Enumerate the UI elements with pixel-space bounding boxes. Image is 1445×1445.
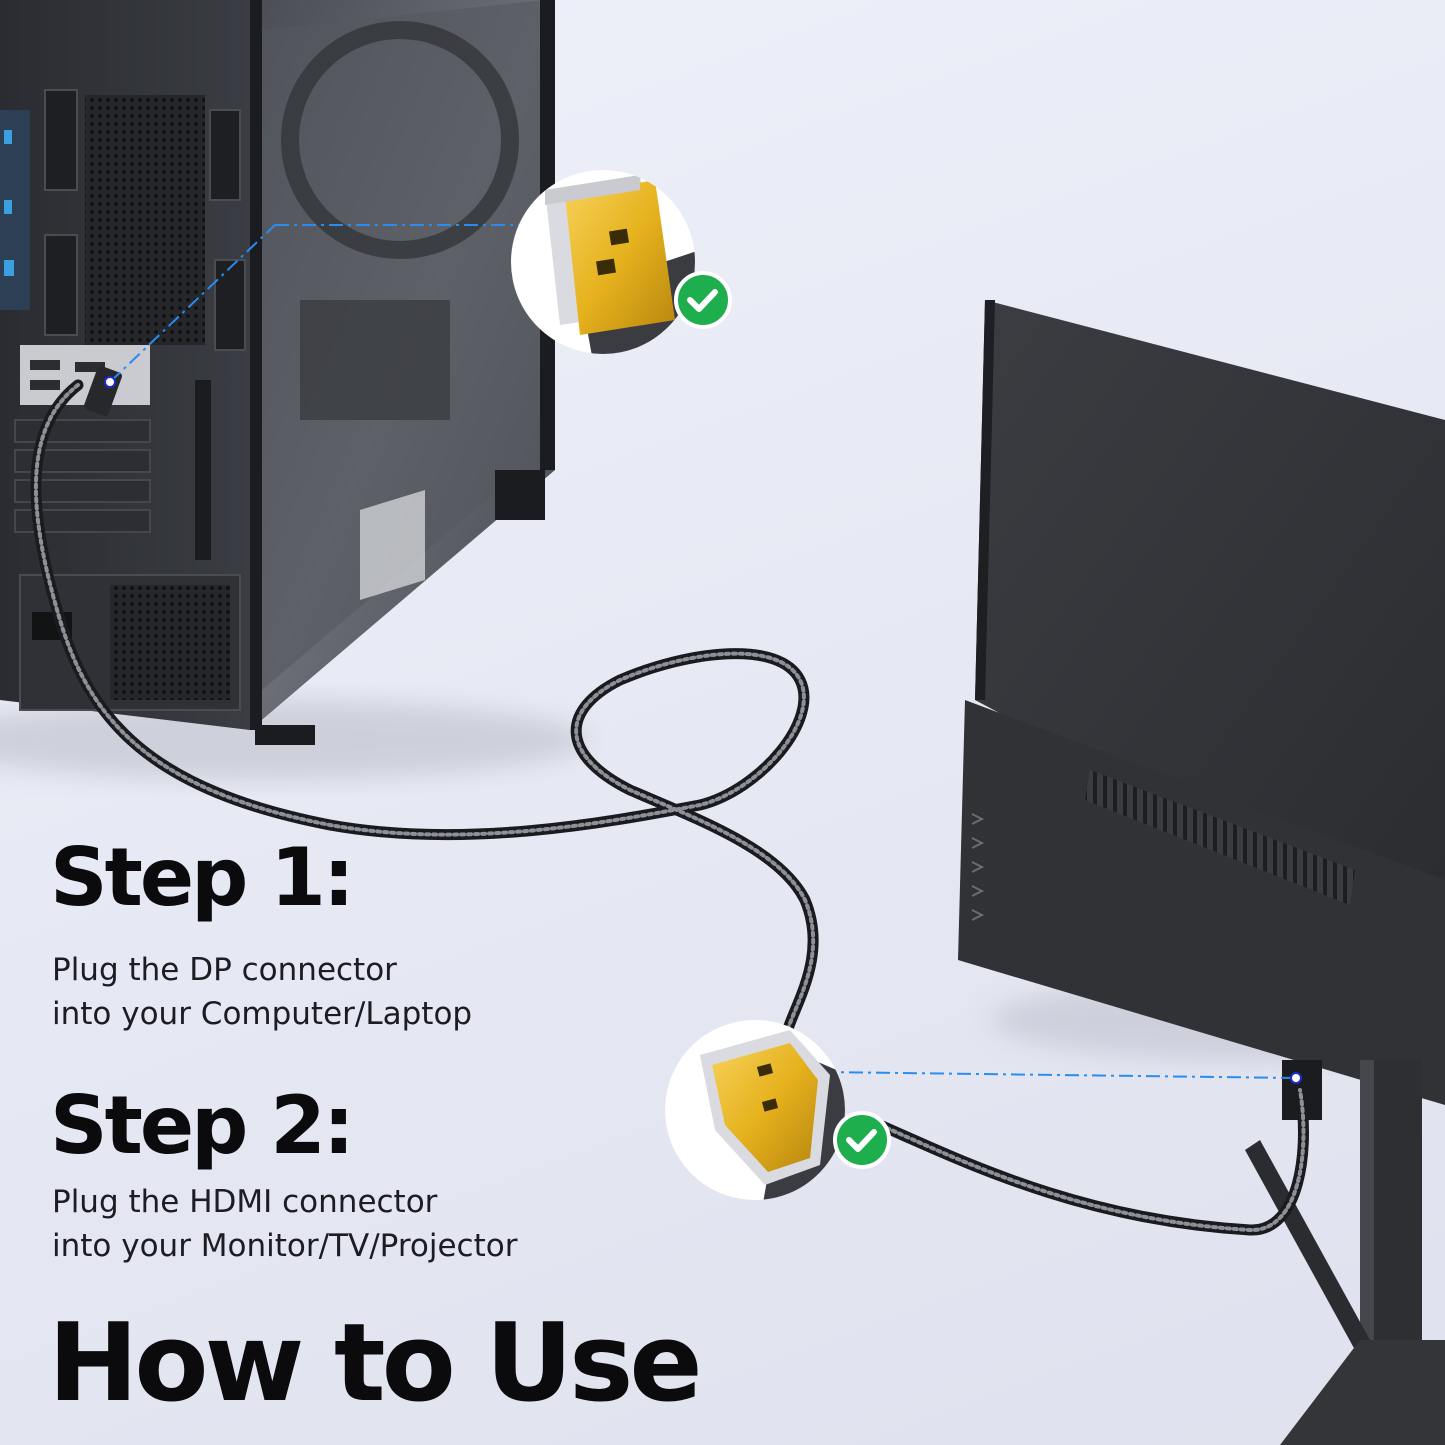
hdmi-port-marker: [1290, 1072, 1302, 1084]
monitor-vent: [1085, 770, 1355, 905]
gpu-bracket: [20, 345, 150, 405]
hdmi-connector-icon: [665, 1020, 845, 1200]
tower-fan-mesh: [85, 95, 205, 345]
step-2-description: Plug the HDMI connector into your Monito…: [52, 1180, 517, 1268]
step-2-line-1: Plug the HDMI connector: [52, 1184, 438, 1220]
check-icon: [674, 271, 732, 329]
dp-port-marker: [104, 376, 116, 388]
monitor-lower-housing: [958, 700, 1445, 1105]
monitor-back-panel: [975, 300, 1445, 950]
page-title: How to Use: [48, 1301, 703, 1426]
displayport-connector-icon: [511, 170, 695, 354]
monitor: [958, 300, 1445, 1445]
step-1-description: Plug the DP connector into your Computer…: [52, 948, 472, 1036]
braided-cable: [30, 366, 1309, 1236]
pc-tower: [0, 0, 555, 745]
step-1-line-2: into your Computer/Laptop: [52, 996, 473, 1032]
step-2-line-2: into your Monitor/TV/Projector: [52, 1228, 518, 1264]
step-2-heading: Step 2:: [50, 1079, 355, 1172]
hdmi-callout-line: [821, 1071, 1297, 1079]
step-1-heading: Step 1:: [50, 831, 355, 924]
check-icon: [833, 1111, 891, 1169]
step-1-line-1: Plug the DP connector: [52, 952, 397, 988]
